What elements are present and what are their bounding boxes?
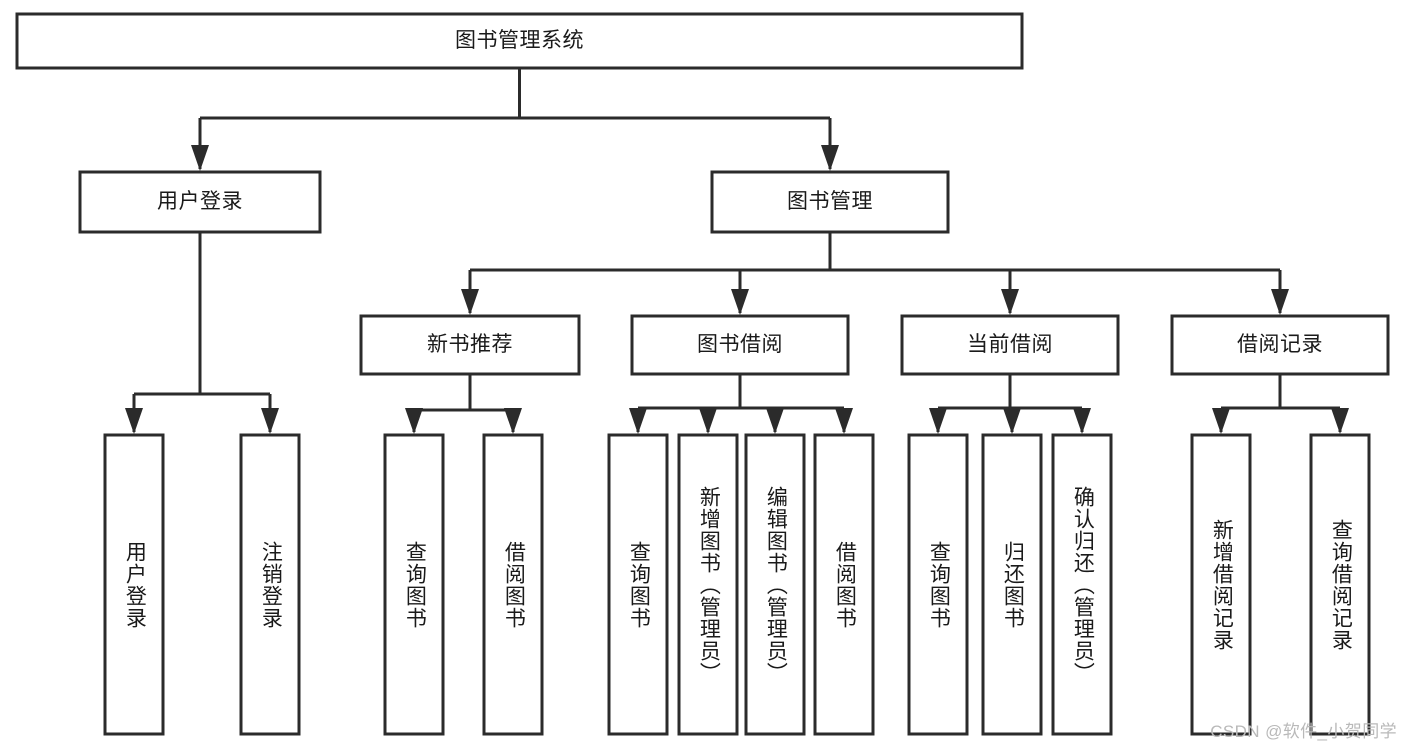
arrow-head-icon-current-borrow: [1001, 289, 1019, 315]
arrow-head-icon-book-management: [821, 145, 839, 171]
arrow-head-icon-new-book-recommend: [461, 289, 479, 315]
arrow-head-icon-leaf-logout: [261, 408, 279, 434]
node-box-leaf-user-login[interactable]: [103, 433, 165, 736]
node-box-root[interactable]: [15, 12, 1024, 70]
node-box-leaf-query-book-new[interactable]: [383, 433, 445, 736]
node-box-leaf-confirm-return-admin[interactable]: [1051, 433, 1113, 736]
node-box-book-management[interactable]: [710, 170, 950, 234]
node-box-book-borrow[interactable]: [630, 314, 850, 376]
arrow-head-icon-leaf-borrow-book-new: [504, 408, 522, 434]
arrow-head-icon-borrow-record: [1271, 289, 1289, 315]
connectors-layer: [125, 68, 1349, 434]
node-box-leaf-add-borrow-record[interactable]: [1190, 433, 1252, 736]
node-box-current-borrow[interactable]: [900, 314, 1120, 376]
node-box-leaf-edit-book-admin[interactable]: [744, 433, 806, 736]
arrow-head-icon-leaf-add-book-admin: [699, 408, 717, 434]
arrow-head-icon-leaf-query-borrow-record: [1331, 408, 1349, 434]
node-box-user-login[interactable]: [78, 170, 322, 234]
arrow-head-icon-user-login: [191, 145, 209, 171]
arrow-head-icon-leaf-return-book: [1003, 408, 1021, 434]
arrow-head-icon-leaf-user-login: [125, 408, 143, 434]
arrow-head-icon-leaf-add-borrow-record: [1212, 408, 1230, 434]
node-box-new-book-recommend[interactable]: [359, 314, 581, 376]
node-boxes-layer: [15, 12, 1390, 736]
node-box-borrow-record[interactable]: [1170, 314, 1390, 376]
arrow-head-icon-leaf-query-book-current: [929, 408, 947, 434]
arrow-head-icon-leaf-confirm-return-admin: [1073, 408, 1091, 434]
arrow-head-icon-leaf-query-book-borrow: [629, 408, 647, 434]
arrow-head-icon-leaf-edit-book-admin: [766, 408, 784, 434]
node-box-leaf-query-book-current[interactable]: [907, 433, 969, 736]
arrow-head-icon-book-borrow: [731, 289, 749, 315]
arrow-head-icon-leaf-borrow-book: [835, 408, 853, 434]
node-box-leaf-return-book[interactable]: [981, 433, 1043, 736]
node-box-leaf-borrow-book[interactable]: [813, 433, 875, 736]
node-box-leaf-query-borrow-record[interactable]: [1309, 433, 1371, 736]
arrow-head-icon-leaf-query-book-new: [405, 408, 423, 434]
node-box-leaf-borrow-book-new[interactable]: [482, 433, 544, 736]
node-box-leaf-add-book-admin[interactable]: [677, 433, 739, 736]
node-box-leaf-logout[interactable]: [239, 433, 301, 736]
node-box-leaf-query-book-borrow[interactable]: [607, 433, 669, 736]
